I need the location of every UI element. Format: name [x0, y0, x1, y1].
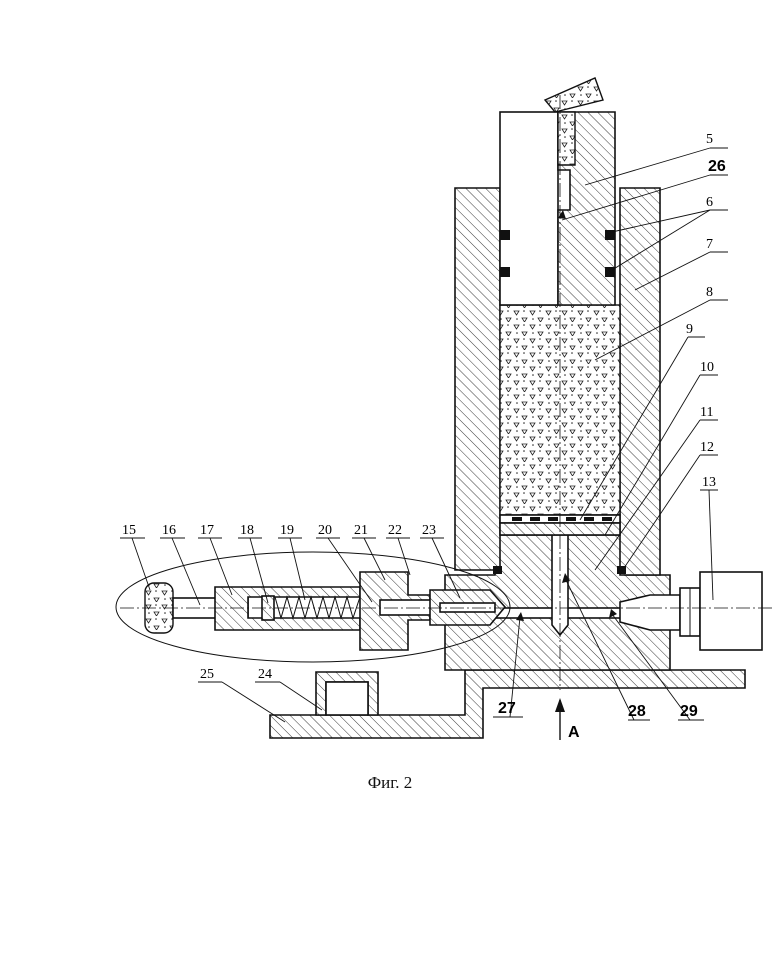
label-13: 13 [702, 475, 716, 490]
label-25: 25 [200, 667, 214, 682]
label-17: 17 [200, 523, 214, 538]
label-8: 8 [706, 285, 713, 300]
label-20: 20 [318, 523, 332, 538]
label-18: 18 [240, 523, 254, 538]
figure-caption: Фиг. 2 [0, 773, 780, 793]
label-12: 12 [700, 440, 714, 455]
view-arrow [555, 698, 565, 740]
label-7: 7 [706, 237, 713, 252]
label-24: 24 [258, 667, 272, 682]
label-11: 11 [700, 405, 713, 420]
label-5: 5 [706, 132, 713, 147]
label-6: 6 [706, 195, 713, 210]
label-22: 22 [388, 523, 402, 538]
label-19: 19 [280, 523, 294, 538]
piston [500, 78, 615, 305]
label-10: 10 [700, 360, 714, 375]
label-9: 9 [686, 322, 693, 337]
label-23: 23 [422, 523, 436, 538]
label-21: 21 [354, 523, 368, 538]
stand-cup [316, 672, 378, 715]
seal-ring-left [493, 566, 502, 574]
label-26: 26 [708, 158, 726, 175]
label-16: 16 [162, 523, 176, 538]
label-15: 15 [122, 523, 136, 538]
label-29: 29 [680, 703, 698, 720]
label-28: 28 [628, 703, 646, 720]
view-letter: A [568, 724, 580, 741]
label-27: 27 [498, 700, 516, 717]
